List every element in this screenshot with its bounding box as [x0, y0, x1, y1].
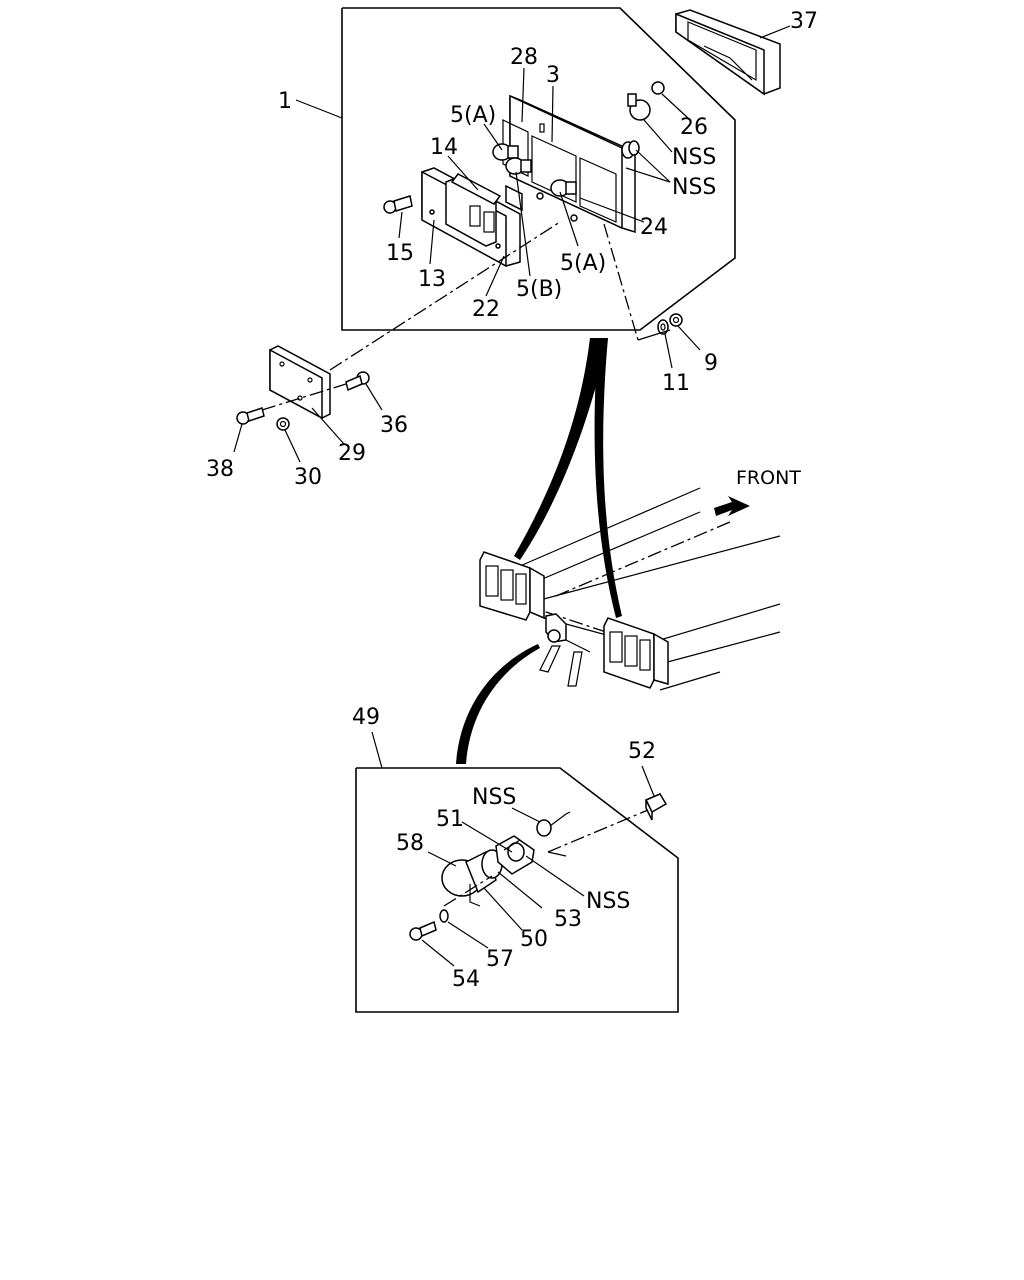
- front-indicator: FRONT: [714, 467, 801, 516]
- mounting-plate-29: [269, 345, 331, 420]
- nut-9: [669, 313, 683, 327]
- leader-lines-upper: [233, 25, 791, 463]
- label-30: 30: [294, 465, 322, 490]
- label-1: 1: [278, 89, 292, 114]
- label-5a-top: 5(A): [450, 103, 496, 128]
- nut-30: [276, 417, 290, 431]
- label-36: 36: [380, 413, 408, 438]
- label-13: 13: [418, 267, 446, 292]
- label-nss-3: NSS: [472, 785, 516, 810]
- washer-57: [439, 909, 449, 923]
- label-nss-1: NSS: [672, 145, 716, 170]
- label-52: 52: [628, 739, 656, 764]
- label-26: 26: [680, 115, 708, 140]
- label-28: 28: [510, 45, 538, 70]
- lamp-guard-37: [675, 9, 781, 96]
- screw-54: [409, 920, 437, 941]
- label-5b: 5(B): [516, 277, 562, 302]
- rear-lamp-left: [479, 551, 545, 621]
- label-5a-bottom: 5(A): [560, 251, 606, 276]
- label-24: 24: [640, 215, 668, 240]
- bulb-5a-lower: [550, 179, 577, 197]
- front-label: FRONT: [736, 467, 801, 489]
- label-54: 54: [452, 967, 480, 992]
- clip-26: [627, 81, 665, 121]
- screw-15: [383, 195, 413, 214]
- bolt-36: [345, 371, 370, 392]
- connector-52: [644, 793, 668, 821]
- label-14: 14: [430, 135, 458, 160]
- label-37: 37: [790, 9, 818, 34]
- label-57: 57: [486, 947, 514, 972]
- rear-combination-lamp-detail-box: [341, 7, 736, 331]
- assembly-lines-lower: [443, 809, 649, 907]
- grommet-nss: [621, 140, 640, 159]
- bulb-5b: [505, 157, 532, 175]
- label-22: 22: [472, 297, 500, 322]
- rear-frame: [519, 487, 781, 691]
- bolt-38: [236, 407, 265, 425]
- license-lamp-bracket: [539, 613, 591, 687]
- lamp-housing: [502, 94, 636, 234]
- label-nss-4: NSS: [586, 889, 630, 914]
- assembly-lines-upper: [261, 221, 671, 411]
- label-11: 11: [662, 371, 690, 396]
- label-51: 51: [436, 807, 464, 832]
- label-58: 58: [396, 831, 424, 856]
- front-arrow-icon: [714, 496, 750, 516]
- label-50: 50: [520, 927, 548, 952]
- label-15: 15: [386, 241, 414, 266]
- bulb-5a-upper: [492, 143, 519, 161]
- callout-connectors: [456, 338, 622, 764]
- label-9: 9: [704, 351, 718, 376]
- washer-11: [657, 319, 669, 335]
- lamp-body-53: [495, 835, 535, 875]
- label-53: 53: [554, 907, 582, 932]
- label-38: 38: [206, 457, 234, 482]
- license-lamp-detail-box: [355, 767, 679, 1013]
- nss-plug: [536, 811, 571, 837]
- label-29: 29: [338, 441, 366, 466]
- label-nss-2: NSS: [672, 175, 716, 200]
- lamp-bracket-assembly: [421, 167, 523, 268]
- part-labels: 1 28 3 5(A) 14 15 13 22 5(B) 5(A) 24 26 …: [206, 9, 818, 992]
- label-49: 49: [352, 705, 380, 730]
- label-3: 3: [546, 63, 560, 88]
- rear-lamp-right: [603, 617, 669, 689]
- leader-lines-lower: [371, 731, 655, 967]
